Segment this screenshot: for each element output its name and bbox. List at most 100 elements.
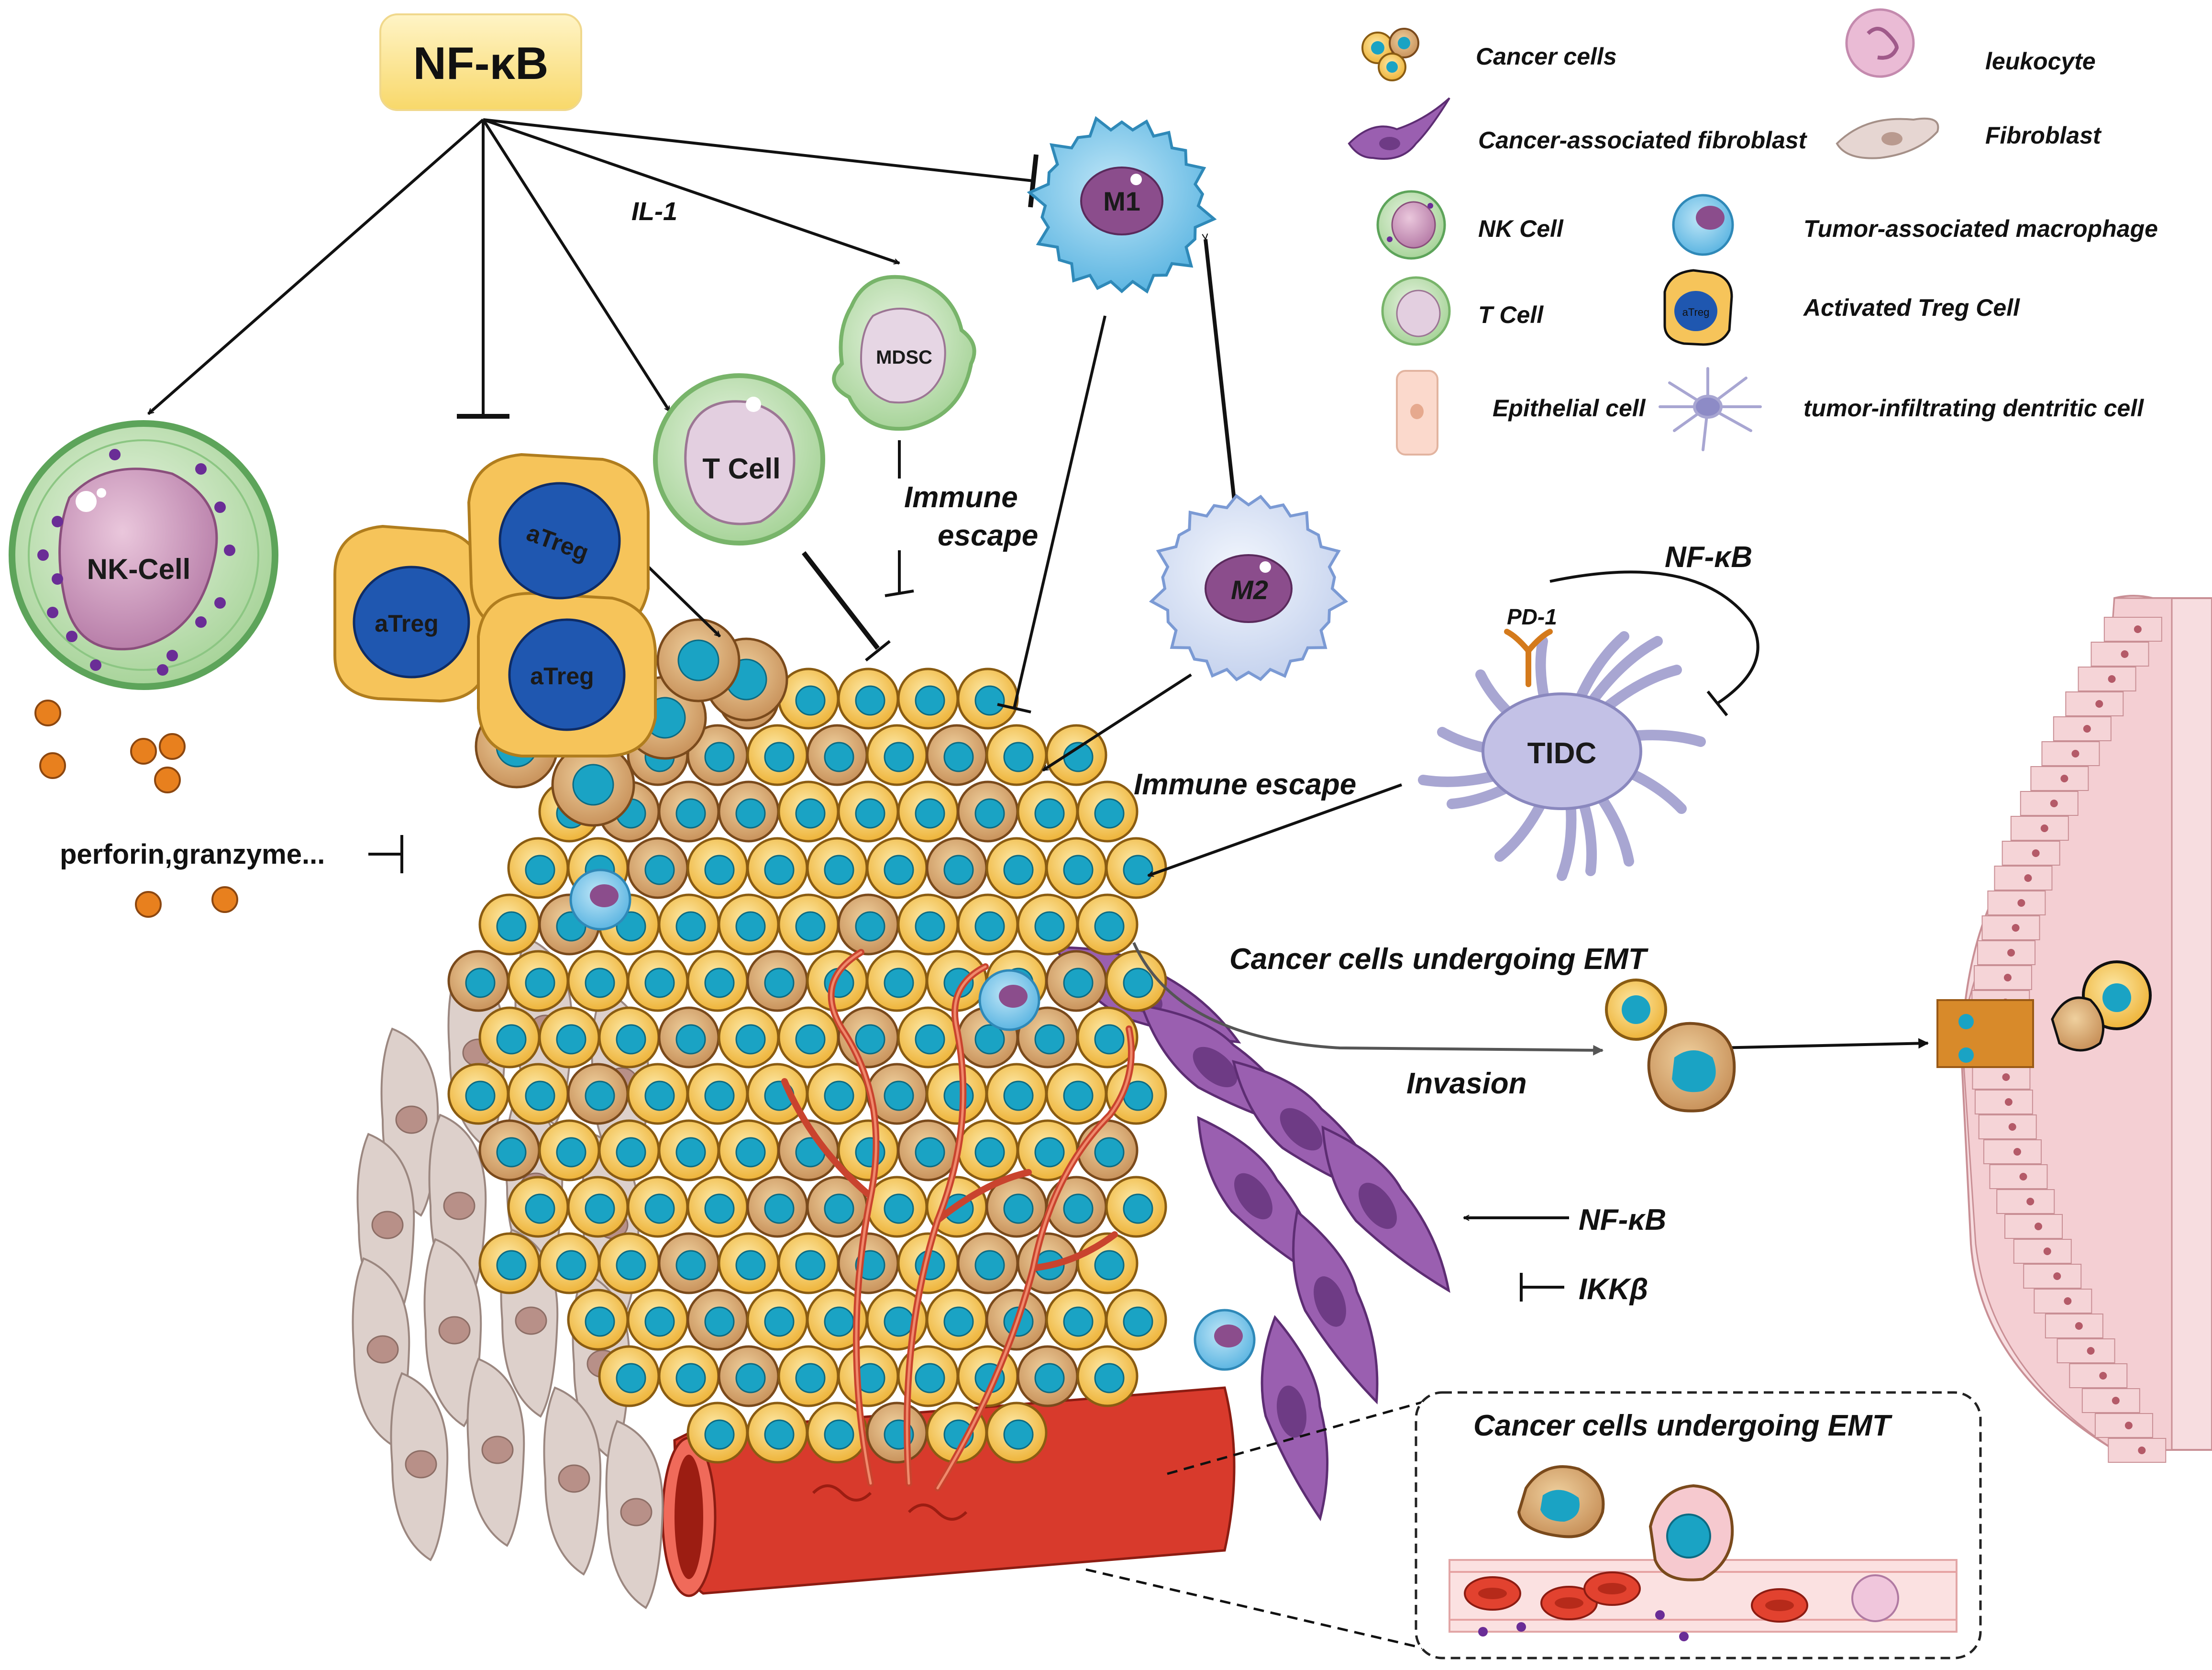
- fibroblast-nucleus: [558, 1464, 590, 1493]
- callout-line-bottom: [1085, 1568, 1436, 1652]
- tumor-cell-nucleus: [704, 968, 735, 998]
- tumor-cell-nucleus: [644, 855, 675, 885]
- immune-escape-label-1: Immune: [904, 481, 1018, 514]
- tumor-cell-nucleus: [735, 1137, 766, 1168]
- nfkb-caf-label: NF-κB: [1579, 1203, 1666, 1236]
- tumor-cell-nucleus: [974, 798, 1005, 829]
- epithelial-nucleus: [2087, 1347, 2095, 1355]
- epithelial-cell: [2045, 1314, 2103, 1338]
- nk-granule: [47, 607, 58, 618]
- tumor-cell-nucleus: [884, 968, 914, 998]
- tumor-cell-nucleus: [1094, 1250, 1125, 1280]
- epithelial-nucleus: [2032, 849, 2040, 857]
- epithelial-nucleus: [2124, 1422, 2133, 1429]
- legend-label-atreg: Activated Treg Cell: [1803, 294, 2020, 321]
- epithelial-nucleus: [2083, 725, 2091, 733]
- tumor-cell-nucleus: [915, 1024, 945, 1055]
- fibroblast-nucleus: [481, 1436, 514, 1464]
- fibroblast-nucleus: [366, 1335, 399, 1364]
- nk-cell-label: NK-Cell: [87, 553, 191, 585]
- epithelial-nucleus: [2064, 1297, 2072, 1305]
- tumor-cell-nucleus: [1034, 1137, 1065, 1168]
- tumor-cell-nucleus: [1034, 911, 1065, 942]
- tumor-cell-nucleus: [824, 1080, 854, 1111]
- nk-granule: [157, 664, 168, 676]
- cytokine-dot: [1516, 1622, 1526, 1632]
- tumor-cell-nucleus: [915, 798, 945, 829]
- tumor-cell-nucleus: [884, 742, 914, 772]
- epithelial-cell: [1974, 1090, 2033, 1114]
- tumor-cell-nucleus: [704, 855, 735, 885]
- immune-escape-label-2: escape: [938, 519, 1038, 552]
- perforin-label: perforin,granzyme...: [60, 839, 325, 870]
- epithelial-nucleus: [2004, 1098, 2013, 1106]
- tumor-cell-nucleus: [1003, 742, 1034, 772]
- tumor-cell-nucleus: [556, 1137, 586, 1168]
- nk-cell: NK-Cell: [9, 420, 278, 690]
- epithelial-cell: [2013, 1239, 2072, 1264]
- tumor-cell-nucleus: [974, 1137, 1005, 1168]
- cancer-cells-icon: [1361, 28, 1419, 81]
- tumor-cell-nucleus: [496, 1137, 527, 1168]
- tumor-cell-nucleus: [855, 1137, 885, 1168]
- epithelial-nucleus: [2099, 1372, 2107, 1380]
- epithelial-cell: [2010, 816, 2069, 841]
- tumor-cell-nucleus: [1123, 968, 1153, 998]
- epithelial-cell: [2004, 1214, 2063, 1239]
- tumor-cell-nucleus: [943, 742, 974, 772]
- cytokine-dot: [1679, 1632, 1689, 1641]
- nk-granule: [166, 650, 178, 661]
- tumor-cell-nucleus: [644, 1193, 675, 1224]
- caf-nucleus: [1280, 1108, 1323, 1151]
- m1-macrophage: M1: [1027, 116, 1217, 294]
- emt-migrating-cells: [1605, 960, 2152, 1113]
- epithelial-cell: [1994, 866, 2053, 891]
- tumor-cell-nucleus: [496, 911, 527, 942]
- emt-top-label: Cancer cells undergoing EMT: [1229, 943, 1649, 976]
- epithelial-nucleus: [2035, 1223, 2043, 1230]
- tumor-cell-nucleus: [795, 911, 826, 942]
- epithelial-cell: [2041, 741, 2100, 766]
- inhibit-loop-tidc: [1549, 570, 1759, 705]
- tumor-cell-nucleus: [735, 911, 766, 942]
- mdsc-cell: MDSC: [832, 275, 976, 431]
- tumor-cell-nucleus: [974, 685, 1005, 716]
- red-blood-cell-center: [1765, 1600, 1794, 1611]
- nk-granule: [66, 631, 77, 642]
- caf-cell: [1321, 1125, 1450, 1293]
- tumor-cell-nucleus: [1063, 968, 1094, 998]
- tumor-cell-nucleus: [585, 1193, 615, 1224]
- nk-granule: [90, 659, 101, 671]
- m2-label: M2: [1231, 575, 1268, 605]
- inhibit-m1-to-tumor: [1013, 315, 1106, 709]
- epithelial-nucleus: [2040, 824, 2048, 832]
- tumor-cell-nucleus: [915, 911, 945, 942]
- epithelial-nucleus: [2121, 650, 2129, 658]
- tumor-cell-nucleus: [585, 1306, 615, 1337]
- perforin-dot: [34, 700, 61, 726]
- tumor-cell-nucleus: [735, 1024, 766, 1055]
- tumor-cell-nucleus: [915, 1363, 945, 1393]
- legend-label-tam: Tumor-associated macrophage: [1803, 215, 2158, 242]
- tumor-cell-nucleus: [1094, 798, 1125, 829]
- tumor-cell-nucleus: [1063, 855, 1094, 885]
- caf-nucleus: [1193, 1047, 1238, 1088]
- fibroblast-nucleus: [438, 1316, 471, 1345]
- nk-granule: [195, 616, 207, 628]
- atreg-icon: aTreg: [1663, 269, 1733, 346]
- tumor-cell-nucleus: [1063, 1306, 1094, 1337]
- tumor-cell-nucleus: [704, 1419, 735, 1450]
- epithelial-nucleus: [2002, 1073, 2010, 1081]
- epithelial-cell: [2002, 841, 2060, 866]
- epithelial-cell: [2065, 691, 2124, 716]
- t-cell-icon: [1381, 276, 1451, 346]
- tumor-cell-nucleus: [585, 1080, 615, 1111]
- arrow-nfkb-to-tcell: [482, 119, 671, 412]
- epithelial-nucleus: [2050, 800, 2058, 807]
- tumor-cell-nucleus: [616, 1250, 646, 1280]
- tumor-cell-nucleus: [1094, 911, 1125, 942]
- nk-granule: [37, 549, 49, 561]
- pd1-label: PD-1: [1507, 604, 1557, 629]
- tumor-cell-nucleus: [1094, 1137, 1125, 1168]
